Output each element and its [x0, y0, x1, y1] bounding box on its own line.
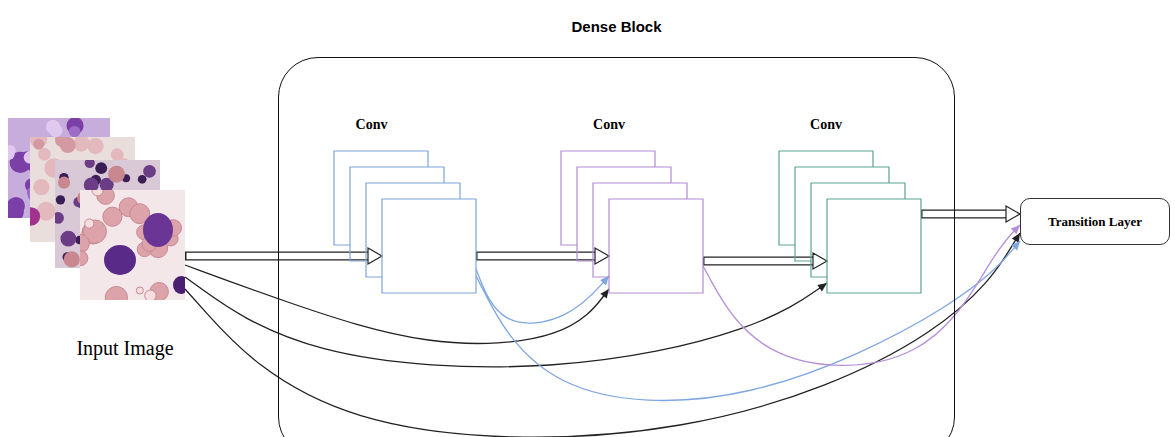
feature-map	[382, 199, 476, 293]
input-image: Input Image	[5, 115, 190, 305]
smear-photo	[80, 190, 185, 300]
feature-map	[577, 167, 671, 261]
blood-smear-images	[5, 115, 190, 305]
node-label: Conv	[779, 117, 873, 133]
node-label: Conv	[561, 117, 657, 133]
feature-map	[561, 151, 655, 245]
skip-connection	[185, 277, 827, 367]
block-title: Dense Block	[279, 18, 954, 35]
feature-map	[593, 183, 687, 277]
feature-map-stack	[561, 151, 703, 293]
feature-map	[779, 151, 873, 245]
conv-stack: Conv	[334, 151, 476, 293]
feature-map	[366, 183, 460, 277]
node-label: Input Image	[5, 337, 245, 360]
feature-map-stack	[779, 151, 921, 293]
skip-connection	[476, 269, 609, 323]
transition-box: Transition Layer	[1020, 198, 1170, 245]
skip-connection	[185, 265, 609, 343]
feature-map	[609, 199, 703, 293]
conv-stack: Conv	[779, 151, 921, 293]
hollow-arrow	[921, 206, 1020, 222]
conv-stack: Conv	[561, 151, 703, 293]
skip-connection	[185, 233, 1020, 437]
feature-map	[350, 167, 444, 261]
feature-map	[827, 199, 921, 293]
dense-block: Dense BlockConvConvConv	[278, 57, 955, 437]
feature-map	[795, 167, 889, 261]
feature-map	[334, 151, 428, 245]
node-label: Conv	[334, 117, 409, 133]
feature-map	[811, 183, 905, 277]
feature-map-stack	[334, 151, 476, 293]
hollow-arrow	[476, 248, 609, 264]
hollow-arrow	[185, 248, 382, 264]
node-label: Transition Layer	[1048, 214, 1142, 230]
skip-connection	[476, 241, 1020, 400]
skip-connection	[703, 225, 1020, 365]
